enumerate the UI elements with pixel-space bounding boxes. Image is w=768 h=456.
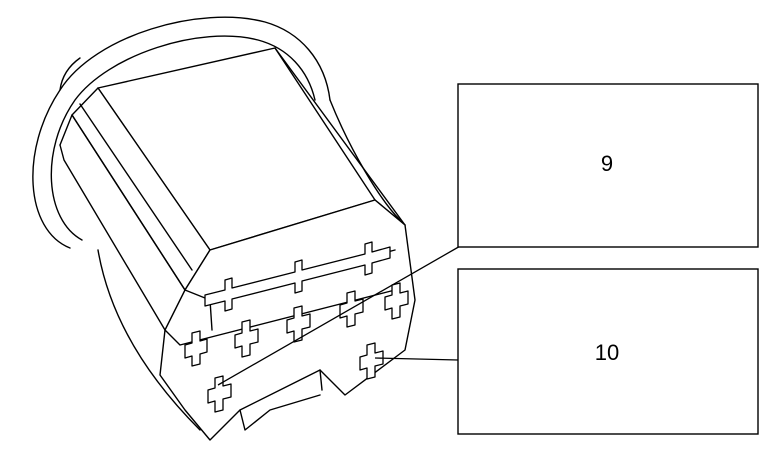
connector-housing xyxy=(59,47,416,441)
callout-box-9 xyxy=(457,83,759,248)
callout-9: 9 xyxy=(457,83,759,248)
pin-cavity xyxy=(184,330,208,367)
callout-label-9: 9 xyxy=(601,151,613,176)
pin-cavity xyxy=(207,375,232,413)
leader-line-10 xyxy=(374,357,459,361)
leader-lines xyxy=(217,244,463,386)
pin-cavity xyxy=(286,305,311,343)
callout-label-10: 10 xyxy=(595,340,619,365)
callout-10: 10 xyxy=(457,268,759,435)
pin-cavities xyxy=(184,241,409,413)
callout-box-10 xyxy=(457,268,759,435)
pin-cavity-bar xyxy=(204,241,391,312)
leader-line-9 xyxy=(217,244,463,386)
pin-cavity xyxy=(359,342,384,380)
pin-cavity xyxy=(234,319,259,358)
connector-ring xyxy=(32,16,331,249)
